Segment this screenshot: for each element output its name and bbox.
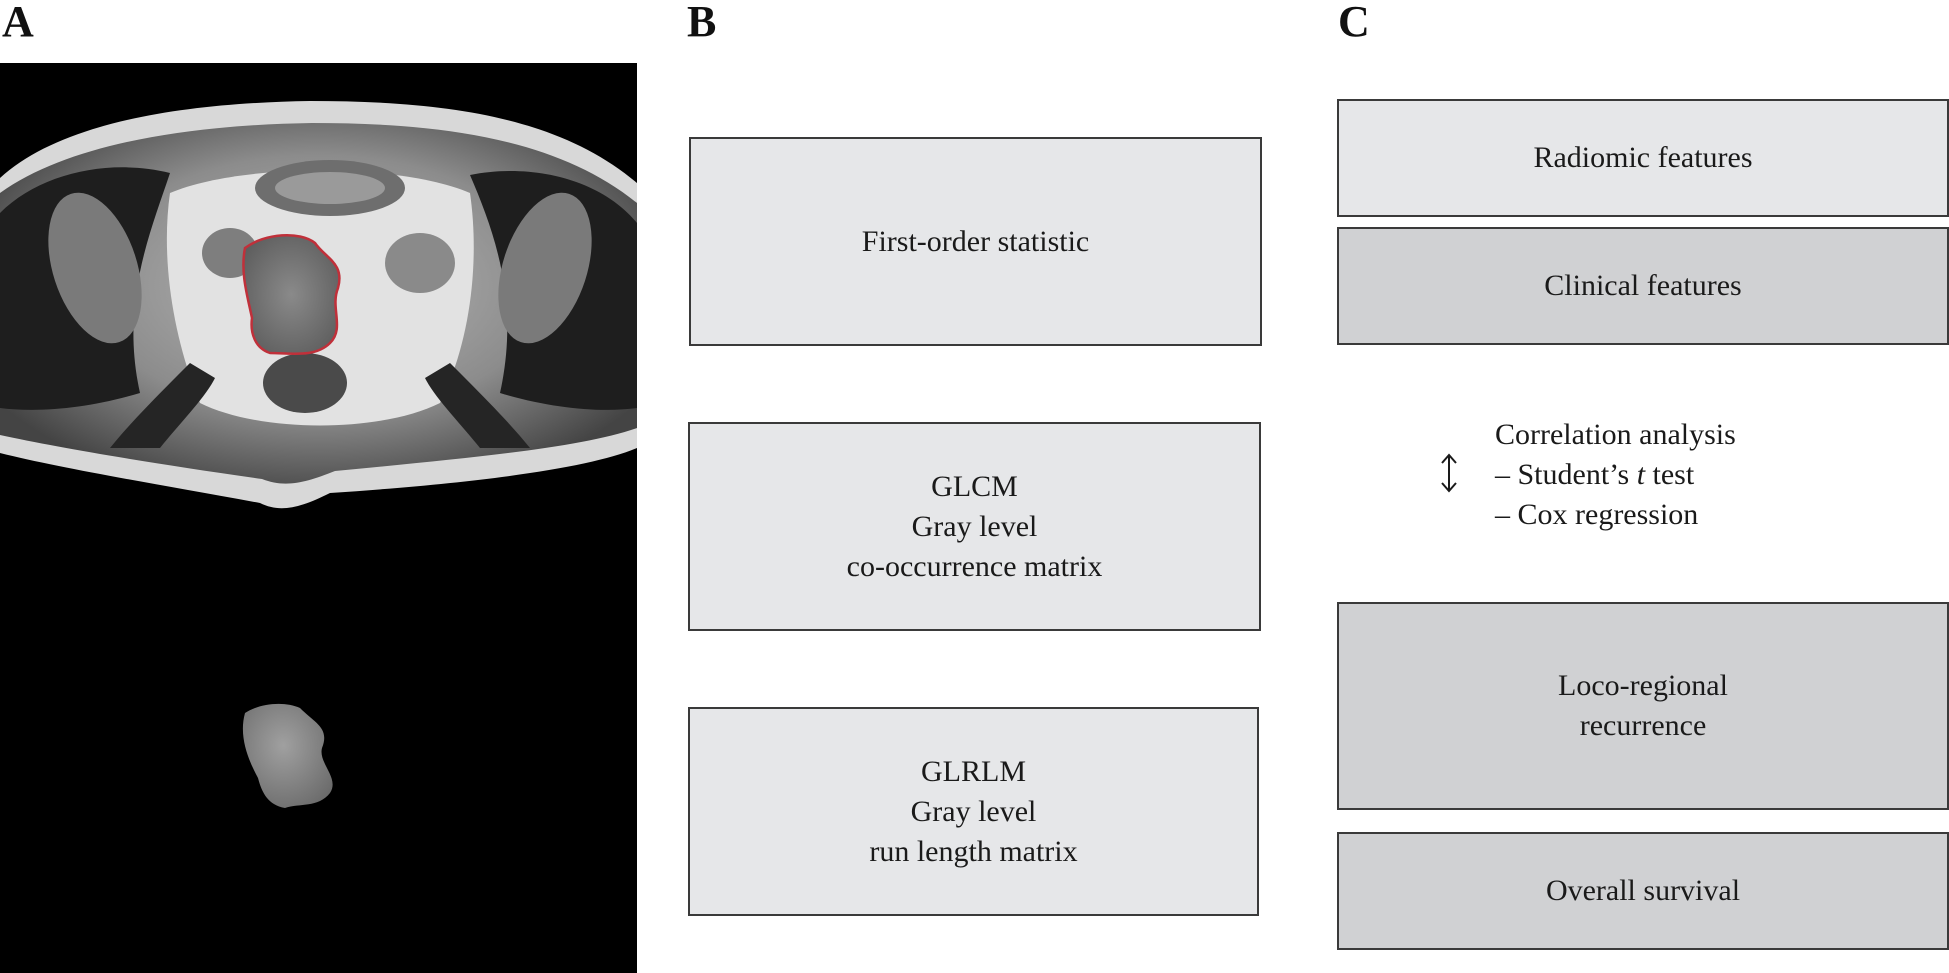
analysis-item-cox-regression: – Cox regression <box>1495 498 1699 531</box>
box-line: run length matrix <box>869 834 1078 868</box>
loco-regional-recurrence-box: Loco-regional recurrence <box>1337 602 1949 810</box>
panel-label-b: B <box>687 0 717 46</box>
box-line: Clinical features <box>1544 269 1742 302</box>
first-order-statistic-box: First-order statistic <box>689 137 1262 346</box>
tumor-segmentation-outline <box>242 233 341 356</box>
glrlm-box: GLRLM Gray level run length matrix <box>688 707 1259 916</box>
analysis-item-prefix: – Student’s <box>1495 458 1637 491</box>
analysis-item-student-t-test: – Student’s t test <box>1495 455 1736 495</box>
mri-image-panel <box>0 63 637 973</box>
panel-label-c: C <box>1338 0 1370 46</box>
segmented-tumor-region <box>242 703 333 808</box>
box-line: GLRLM <box>921 754 1026 788</box>
radiomic-features-box: Radiomic features <box>1337 99 1949 217</box>
analysis-item-italic-t: t <box>1636 458 1646 491</box>
overall-survival-box: Overall survival <box>1337 832 1949 950</box>
box-line: co-occurrence matrix <box>846 549 1103 583</box>
correlation-analysis-text: Correlation analysis – Student’s t test … <box>1495 415 1736 535</box>
box-line: Radiomic features <box>1533 141 1753 174</box>
box-line: Gray level <box>910 794 1037 828</box>
analysis-title: Correlation analysis <box>1495 418 1736 451</box>
analysis-item-suffix: test <box>1645 458 1695 491</box>
box-line: First-order statistic <box>861 224 1090 258</box>
box-line: recurrence <box>1579 709 1707 742</box>
box-line: GLCM <box>931 469 1018 503</box>
glcm-box: GLCM Gray level co-occurrence matrix <box>688 422 1261 631</box>
pelvic-mri-image <box>0 101 637 808</box>
panel-label-a: A <box>2 0 34 46</box>
box-line: Gray level <box>911 509 1038 543</box>
clinical-features-box: Clinical features <box>1337 227 1949 345</box>
box-line: Overall survival <box>1545 874 1741 907</box>
box-line: Loco-regional <box>1558 669 1728 702</box>
double-arrow-icon <box>1441 453 1457 493</box>
